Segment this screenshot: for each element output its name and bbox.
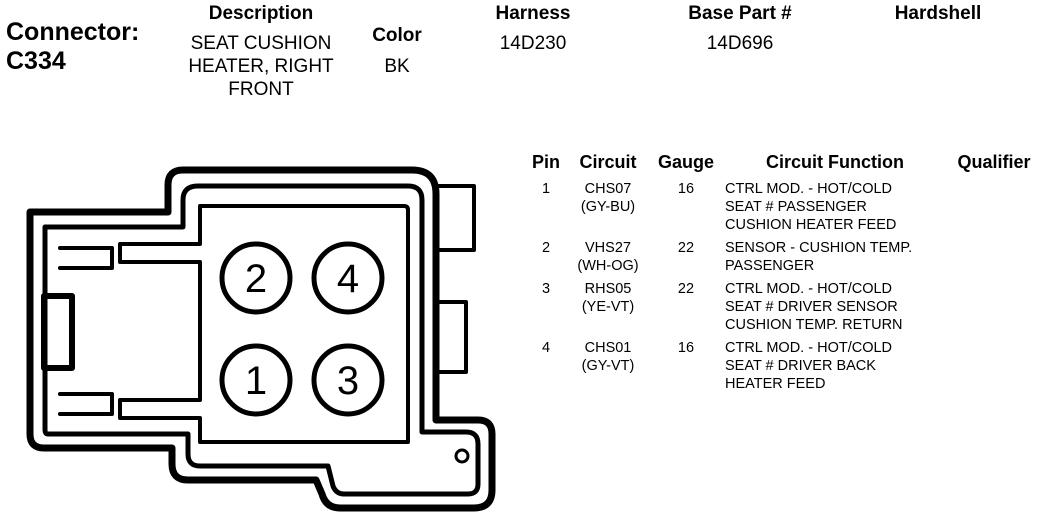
row-4-function: CTRL MOD. - HOT/COLD SEAT # DRIVER BACK … bbox=[725, 340, 893, 392]
connector-label: Connector: bbox=[6, 18, 140, 46]
harness-value: 14D230 bbox=[499, 33, 567, 54]
col-header-circuit: Circuit bbox=[579, 152, 637, 172]
row-4-pin: 4 bbox=[541, 340, 551, 356]
row-4-circuit: CHS01 (GY-VT) bbox=[581, 340, 635, 374]
connector-id: C334 bbox=[6, 47, 66, 75]
left-latch-frame bbox=[58, 246, 114, 270]
description-label: Description bbox=[208, 3, 314, 24]
row-3-pin: 3 bbox=[541, 281, 551, 297]
left-latch-tab bbox=[41, 293, 75, 371]
col-header-qualifier: Qualifier bbox=[957, 152, 1031, 172]
housing-outer-outline bbox=[26, 166, 496, 512]
pin-label-2: 2 bbox=[245, 257, 267, 301]
row-3-circuit: RHS05 (YE-VT) bbox=[581, 281, 635, 315]
color-value: BK bbox=[384, 56, 410, 77]
color-label: Color bbox=[372, 25, 422, 46]
right-latch-upper bbox=[434, 184, 476, 252]
row-3-function: CTRL MOD. - HOT/COLD SEAT # DRIVER SENSO… bbox=[725, 281, 903, 333]
row-2-circuit: VHS27 (WH-OG) bbox=[577, 240, 639, 274]
pin-label-1: 1 bbox=[245, 359, 267, 403]
pin-cavity-3 bbox=[311, 343, 385, 417]
connector-header: Connector: C334 bbox=[6, 18, 139, 76]
cavity-frame bbox=[118, 204, 410, 444]
col-header-function: Circuit Function bbox=[766, 152, 904, 172]
row-4-gauge: 16 bbox=[677, 340, 695, 356]
row-1-pin: 1 bbox=[541, 181, 551, 197]
pin-cavity-2 bbox=[219, 241, 293, 315]
col-header-pin: Pin bbox=[531, 152, 560, 172]
housing-inner-outline bbox=[42, 183, 481, 497]
row-2-pin: 2 bbox=[541, 240, 551, 256]
pin-label-3: 3 bbox=[337, 359, 359, 403]
row-3-gauge: 22 bbox=[677, 281, 695, 297]
base-part-label: Base Part # bbox=[688, 3, 792, 24]
pin-cavity-1 bbox=[219, 343, 293, 417]
left-latch-frame-lower bbox=[58, 392, 114, 416]
base-part-value: 14D696 bbox=[706, 33, 774, 54]
col-header-gauge: Gauge bbox=[657, 152, 714, 172]
pin-cavity-4 bbox=[311, 241, 385, 315]
key-indicator-icon bbox=[454, 448, 470, 464]
row-2-function: SENSOR - CUSHION TEMP. PASSENGER bbox=[725, 240, 913, 274]
row-2-gauge: 22 bbox=[677, 240, 695, 256]
row-1-gauge: 16 bbox=[677, 181, 695, 197]
pin-label-4: 4 bbox=[337, 257, 359, 301]
right-latch-middle bbox=[434, 300, 468, 374]
harness-label: Harness bbox=[495, 3, 571, 24]
description-value: SEAT CUSHION HEATER, RIGHT FRONT bbox=[188, 33, 334, 100]
row-1-function: CTRL MOD. - HOT/COLD SEAT # PASSENGER CU… bbox=[725, 181, 897, 233]
row-1-circuit: CHS07 (GY-BU) bbox=[580, 181, 636, 215]
hardshell-label: Hardshell bbox=[894, 3, 982, 24]
